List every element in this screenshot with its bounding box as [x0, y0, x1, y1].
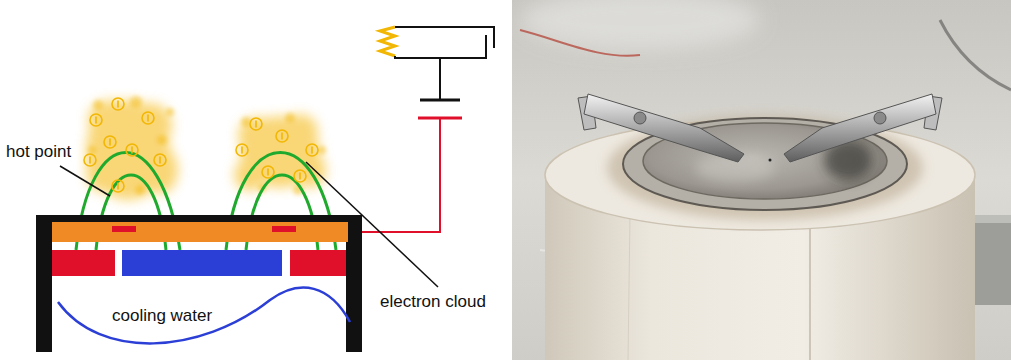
target-plate [52, 222, 348, 242]
leader-line [306, 162, 438, 287]
electron-cloud-texture [88, 96, 326, 195]
circuit-wire [395, 27, 494, 100]
capacitor-plate [420, 99, 460, 102]
hot-point-mark [272, 226, 296, 232]
photo [512, 0, 1011, 360]
battery-symbol [486, 35, 494, 51]
part-label: electron cloud [380, 292, 486, 312]
bias-wire [362, 118, 440, 232]
leader-line [60, 166, 110, 196]
magnet-pole [290, 250, 346, 276]
hot-point-mark [112, 226, 136, 232]
magnet-pole [122, 250, 282, 276]
electron-symbol [84, 98, 318, 192]
housing [36, 215, 362, 352]
part-label: cooling water [112, 306, 212, 326]
electron-cloud [86, 100, 326, 200]
part-label: hot point [6, 142, 71, 162]
magnet-pole [52, 250, 115, 276]
cooling-water-line [58, 288, 350, 344]
heater-coil [380, 27, 395, 56]
